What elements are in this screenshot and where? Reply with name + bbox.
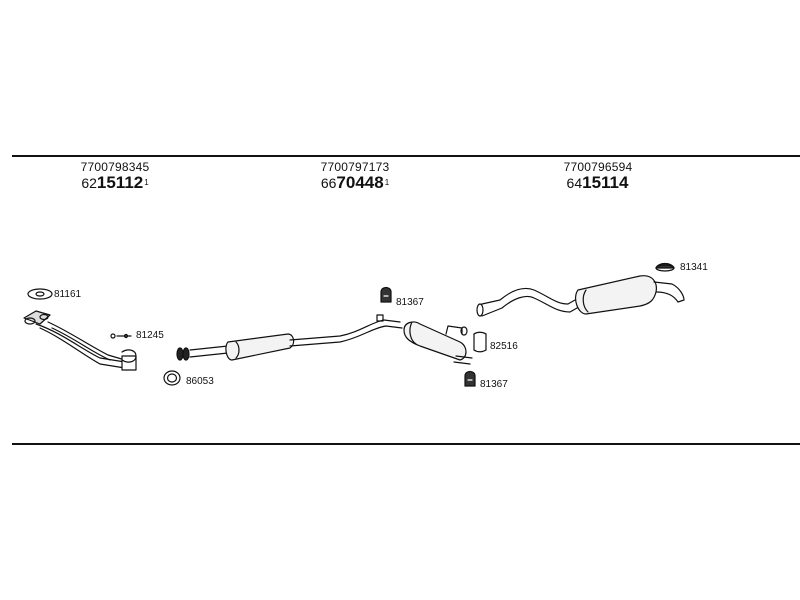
part-label-81367-lower: 81367 (480, 379, 508, 390)
part-group-front: 7700798345 62151121 (55, 160, 175, 192)
part-label-82516: 82516 (490, 341, 518, 352)
oem-number: 7700796594 (563, 160, 633, 174)
sealing-ring-86053-icon (163, 370, 181, 386)
code-prefix: 64 (566, 175, 583, 191)
rubber-mount-81341-icon (655, 262, 675, 272)
hanger-81367-lower-icon (464, 370, 476, 387)
intermediate-silencer-icon (403, 321, 473, 365)
catalog-code: 66704481 (295, 174, 415, 192)
gasket-81161-icon (27, 288, 53, 300)
front-pipe-icon (23, 310, 137, 371)
part-group-rear: 7700796594 6415114 (538, 160, 658, 192)
clamp-81245-icon (110, 333, 137, 363)
part-group-middle: 7700797173 66704481 (295, 160, 415, 192)
part-label-81367-upper: 81367 (396, 297, 424, 308)
hanger-81367-upper-icon (380, 286, 392, 303)
top-divider (12, 155, 800, 157)
center-muffler-icon (189, 314, 403, 361)
oem-number: 7700797173 (320, 160, 390, 174)
pipe-clamp-icon (176, 347, 190, 361)
code-main: 15112 (96, 173, 144, 192)
part-label-81245: 81245 (136, 330, 164, 341)
code-prefix: 62 (81, 175, 97, 191)
code-main: 15114 (582, 173, 629, 192)
catalog-code: 62151121 (55, 174, 175, 192)
code-prefix: 66 (320, 175, 337, 191)
part-label-86053: 86053 (186, 376, 214, 387)
code-superscript: 1 (384, 178, 390, 187)
bottom-divider (12, 443, 800, 445)
clamp-82516-icon (473, 331, 487, 353)
code-superscript: 1 (144, 178, 149, 187)
part-label-81341: 81341 (680, 262, 708, 273)
catalog-code: 6415114 (538, 174, 658, 192)
oem-number: 7700798345 (80, 160, 150, 174)
part-label-81161: 81161 (54, 289, 82, 300)
rear-muffler-icon (476, 275, 685, 317)
code-main: 70448 (336, 173, 384, 192)
